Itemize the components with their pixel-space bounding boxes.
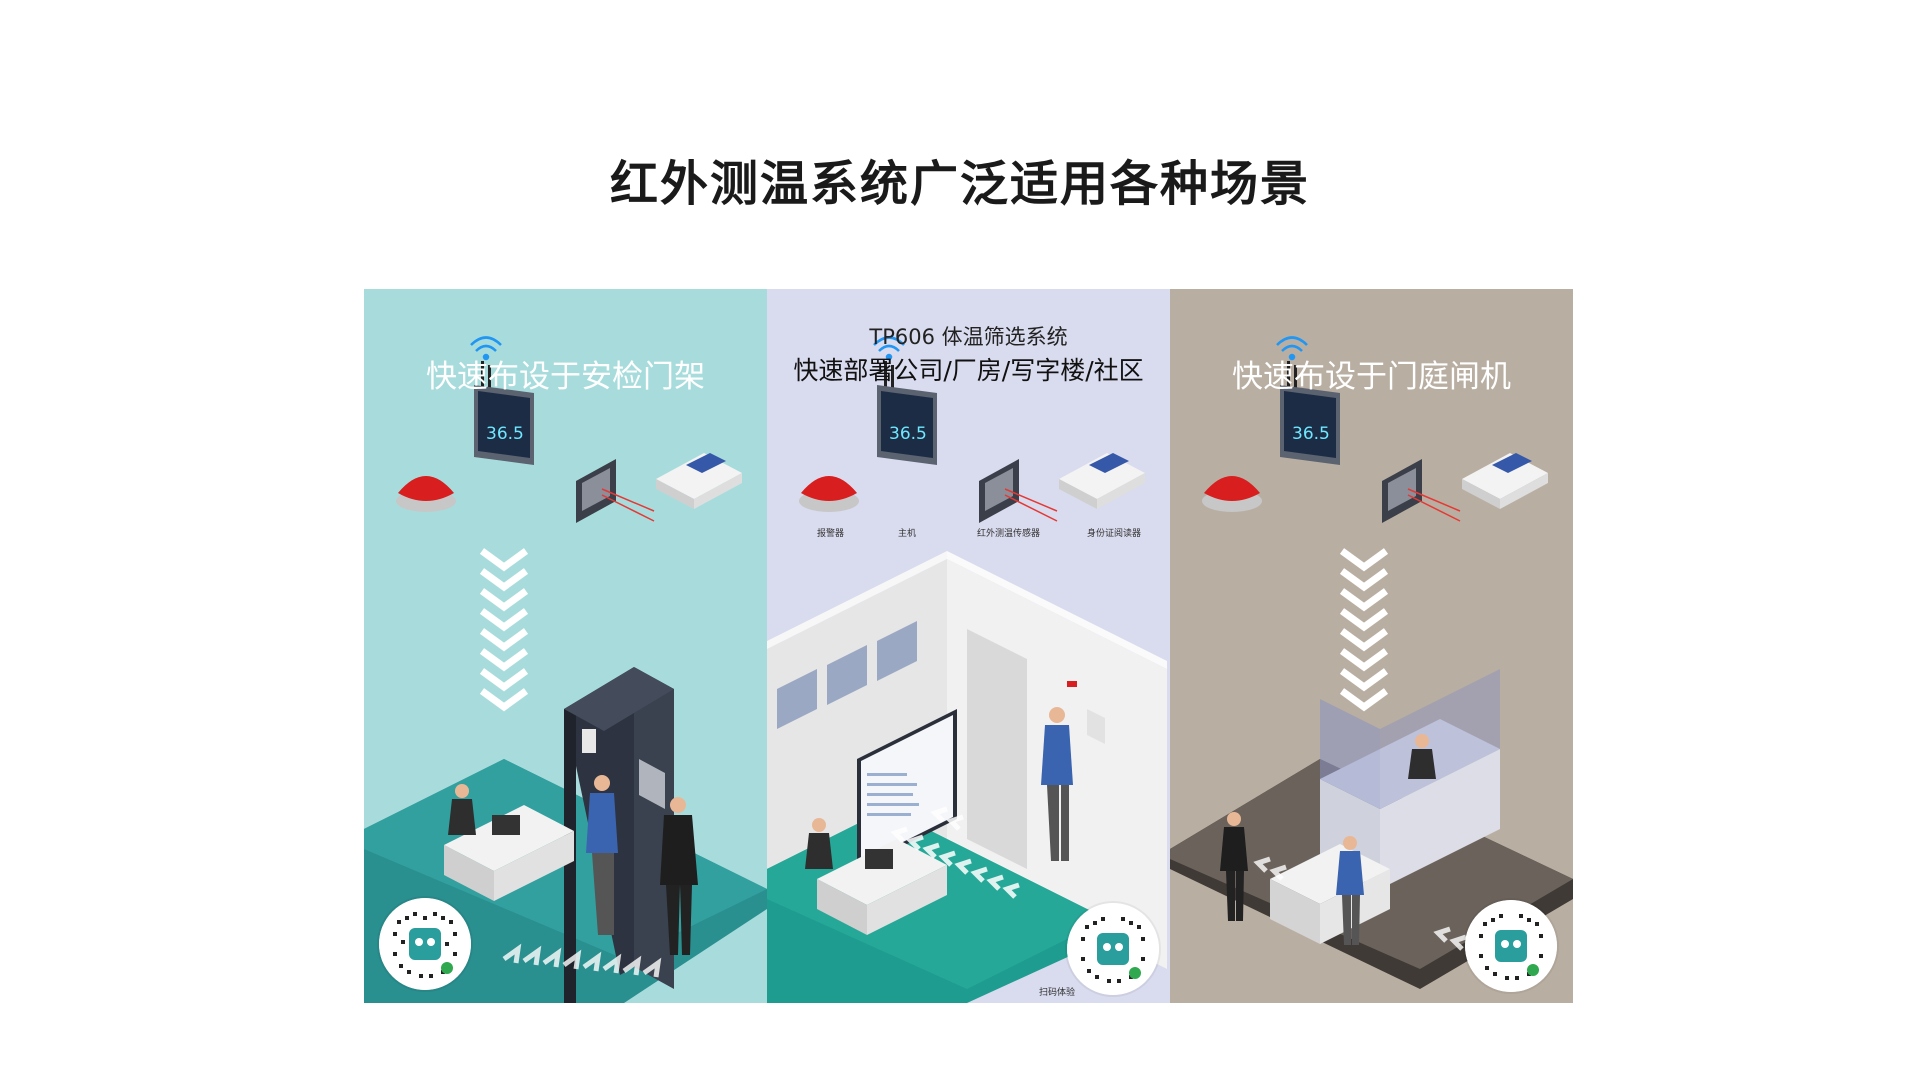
ir-sensor-icon: [979, 459, 1058, 523]
scan-label: 扫码体验: [1039, 988, 1076, 998]
reception-desk: [817, 839, 947, 935]
label-ir-sensor: 红外测温传感器: [977, 529, 1041, 539]
alarm-icon: [1202, 476, 1262, 512]
scenario-panels: 36.5: [364, 289, 1573, 1003]
wall-terminal: [1067, 681, 1105, 744]
guard-staff: [1220, 812, 1248, 921]
alarm-icon: [396, 476, 456, 512]
panel-title: 快速布设于安检门架: [426, 359, 705, 395]
visitor-blue: [1041, 707, 1073, 861]
floor-arrows: [502, 943, 662, 978]
ir-sensor-icon: [576, 459, 655, 523]
visitor-suit: [660, 797, 698, 955]
panel-office: 36.5: [767, 289, 1170, 1003]
id-reader-icon: [656, 453, 742, 509]
host-monitor-icon: 36.5: [474, 361, 534, 465]
id-reader-icon: [1462, 453, 1548, 509]
wifi-icon: [1276, 336, 1308, 361]
wifi-icon: [470, 336, 502, 361]
visitor-blue: [1336, 836, 1364, 945]
security-gate-illustration: 36.5: [364, 289, 767, 1003]
booth-staff: [1408, 734, 1436, 779]
ir-sensor-icon: [1382, 459, 1461, 523]
office-illustration: 36.5: [767, 289, 1170, 1003]
panel-gate-turnstile: 36.5: [1170, 289, 1573, 1003]
qr-code-icon[interactable]: [379, 898, 471, 990]
product-name: TP606 体温筛选系统: [869, 325, 1068, 349]
wifi-icon: [873, 336, 905, 361]
panel-security-gate: 36.5: [364, 289, 767, 1003]
temperature-readout: 36.5: [889, 424, 927, 444]
reception-desk: [444, 805, 574, 901]
seated-staff: [448, 784, 476, 835]
label-alarm: 报警器: [817, 529, 845, 539]
visitor-blue: [586, 775, 618, 935]
chevron-down-icon: [479, 548, 529, 712]
qr-code-icon[interactable]: [1067, 903, 1159, 995]
page-title: 红外测温系统广泛适用各种场景: [609, 156, 1310, 212]
chevron-down-icon: [1339, 548, 1389, 712]
temperature-readout: 36.5: [486, 424, 524, 444]
alarm-icon: [799, 476, 859, 512]
panel-title: 快速布设于门庭闸机: [1232, 359, 1511, 395]
temperature-readout: 36.5: [1292, 424, 1330, 444]
seated-staff: [805, 818, 833, 869]
id-reader-icon: [1059, 453, 1145, 509]
floor-arrows: [890, 806, 1020, 899]
panel-title: 快速部署公司/厂房/写字楼/社区: [793, 356, 1144, 385]
qr-code-icon[interactable]: [1465, 900, 1557, 992]
host-monitor-icon: 36.5: [1280, 361, 1340, 465]
label-id-reader: 身份证阅读器: [1087, 529, 1142, 539]
host-monitor-icon: 36.5: [877, 361, 937, 465]
monitoring-display: [857, 709, 957, 869]
label-host: 主机: [898, 529, 917, 539]
gate-turnstile-illustration: 36.5: [1170, 289, 1573, 1003]
